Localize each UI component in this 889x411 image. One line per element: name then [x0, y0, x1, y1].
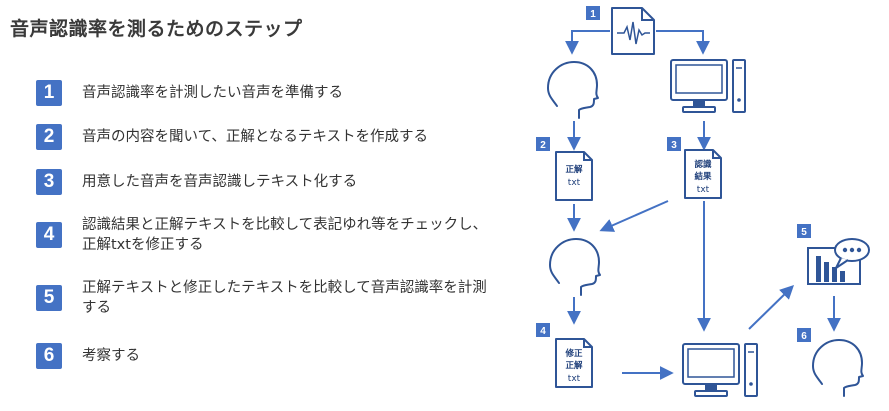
step-2: 2 音声の内容を聞いて、正解となるテキストを作成する	[36, 124, 542, 150]
svg-text:3: 3	[671, 140, 677, 151]
badge-6: 6	[797, 328, 811, 342]
arrow-diagonal	[748, 285, 795, 330]
person-head-icon	[547, 61, 599, 119]
revised-text-doc-icon: 修正 正解 txt	[555, 338, 593, 388]
svg-text:1: 1	[590, 9, 596, 20]
recognition-result-doc-icon: 認識 結果 txt	[684, 149, 722, 199]
computer-icon	[682, 343, 758, 397]
arrow-to-computer	[656, 30, 710, 55]
badge-5: 5	[797, 224, 811, 238]
step-text-line: 正解テキストと修正したテキストを比較して音声認識率を計測	[82, 280, 487, 296]
svg-text:正解: 正解	[565, 164, 583, 175]
step-text: 音声認識率を計測したい音声を準備する	[82, 83, 542, 103]
svg-text:正解: 正解	[565, 360, 583, 371]
step-text-line: 音声の内容を聞いて、正解となるテキストを作成する	[82, 129, 428, 145]
step-text-line: 用意した音声を音声認識しテキスト化する	[82, 174, 358, 190]
svg-text:認識: 認識	[694, 159, 712, 170]
svg-text:結果: 結果	[694, 171, 712, 182]
step-number: 4	[36, 222, 62, 248]
person-head-icon	[549, 238, 601, 296]
svg-text:4: 4	[540, 326, 546, 337]
step-text: 正解テキストと修正したテキストを比較して音声認識率を計測 する	[82, 278, 542, 318]
step-text: 考察する	[82, 346, 542, 366]
badge-3: 3	[667, 137, 681, 151]
step-number: 1	[36, 80, 62, 106]
svg-text:txt: txt	[697, 185, 710, 195]
svg-text:5: 5	[801, 227, 807, 238]
step-text: 用意した音声を音声認識しテキスト化する	[82, 172, 542, 192]
step-text: 音声の内容を聞いて、正解となるテキストを作成する	[82, 127, 542, 147]
svg-text:txt: txt	[568, 178, 581, 188]
arrow-diagonal	[599, 200, 669, 232]
step-3: 3 用意した音声を音声認識しテキスト化する	[36, 169, 542, 195]
step-number: 3	[36, 169, 62, 195]
page-title: 音声認識率を測るためのステップ	[10, 18, 303, 40]
step-number: 2	[36, 124, 62, 150]
svg-text:6: 6	[801, 331, 807, 342]
audio-file-icon	[611, 7, 655, 55]
svg-text:txt: txt	[568, 374, 581, 384]
step-text: 認識結果と正解テキストを比較して表記ゆれ等をチェックし、 正解txtを修正する	[82, 215, 542, 255]
step-text-line: 音声認識率を計測したい音声を準備する	[82, 85, 343, 101]
svg-text:修正: 修正	[564, 348, 583, 359]
step-text-line: 認識結果と正解テキストを比較して表記ゆれ等をチェックし、	[82, 217, 488, 233]
step-5: 5 正解テキストと修正したテキストを比較して音声認識率を計測 する	[36, 280, 542, 318]
person-head-icon	[812, 339, 864, 397]
correct-text-doc-icon: 正解 txt	[555, 151, 593, 201]
speech-bubble-icon	[834, 238, 870, 269]
step-1: 1 音声認識率を計測したい音声を準備する	[36, 80, 542, 106]
step-text-line: 正解txtを修正する	[82, 237, 204, 253]
svg-text:2: 2	[540, 140, 546, 151]
badge-4: 4	[536, 323, 550, 337]
step-text-line: 考察する	[82, 348, 140, 364]
badge-2: 2	[536, 137, 550, 151]
computer-icon	[670, 59, 746, 113]
arrow-to-listener	[565, 30, 610, 55]
badge-1: 1	[586, 6, 600, 20]
step-number: 5	[36, 285, 62, 311]
step-number: 6	[36, 343, 62, 369]
step-text-line: する	[82, 300, 111, 316]
step-4: 4 認識結果と正解テキストを比較して表記ゆれ等をチェックし、 正解txtを修正す…	[36, 217, 542, 255]
step-6: 6 考察する	[36, 343, 542, 369]
